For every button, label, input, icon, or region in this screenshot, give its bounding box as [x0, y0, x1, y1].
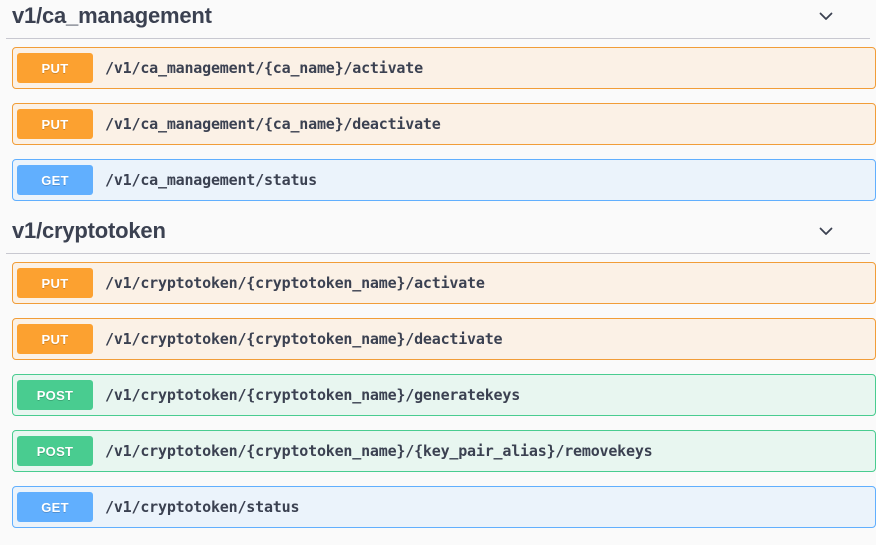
endpoint-path: /v1/ca_management/status — [105, 171, 317, 189]
endpoint-path: /v1/cryptotoken/{cryptotoken_name}/gener… — [105, 386, 521, 404]
endpoint-path: /v1/cryptotoken/{cryptotoken_name}/activ… — [105, 274, 485, 292]
operation-row[interactable]: GET/v1/cryptotoken/status — [12, 486, 876, 528]
endpoint-path: /v1/cryptotoken/{cryptotoken_name}/{key_… — [105, 442, 653, 460]
operation-row[interactable]: PUT/v1/ca_management/{ca_name}/activate — [12, 47, 876, 89]
tag-header-v1-ca-management[interactable]: v1/ca_management — [0, 0, 876, 32]
operation-row[interactable]: POST/v1/cryptotoken/{cryptotoken_name}/g… — [12, 374, 876, 416]
http-method-badge: GET — [17, 492, 93, 522]
tag-divider — [6, 38, 870, 39]
operation-row[interactable]: PUT/v1/cryptotoken/{cryptotoken_name}/de… — [12, 318, 876, 360]
endpoint-path: /v1/ca_management/{ca_name}/activate — [105, 59, 423, 77]
tag-header-v1-cryptotoken[interactable]: v1/cryptotoken — [0, 215, 876, 247]
tag-divider — [6, 253, 870, 254]
operation-row[interactable]: GET/v1/ca_management/status — [12, 159, 876, 201]
endpoint-path: /v1/cryptotoken/{cryptotoken_name}/deact… — [105, 330, 503, 348]
http-method-badge: POST — [17, 380, 93, 410]
operation-row[interactable]: PUT/v1/ca_management/{ca_name}/deactivat… — [12, 103, 876, 145]
endpoint-path: /v1/ca_management/{ca_name}/deactivate — [105, 115, 441, 133]
http-method-badge: PUT — [17, 268, 93, 298]
operation-row[interactable]: PUT/v1/cryptotoken/{cryptotoken_name}/ac… — [12, 262, 876, 304]
http-method-badge: GET — [17, 165, 93, 195]
tag-title: v1/ca_management — [12, 3, 212, 28]
tag-title: v1/cryptotoken — [12, 218, 166, 243]
http-method-badge: PUT — [17, 109, 93, 139]
chevron-down-icon[interactable] — [816, 221, 836, 241]
http-method-badge: PUT — [17, 324, 93, 354]
operation-list: PUT/v1/cryptotoken/{cryptotoken_name}/ac… — [0, 262, 876, 528]
http-method-badge: POST — [17, 436, 93, 466]
endpoint-path: /v1/cryptotoken/status — [105, 498, 300, 516]
chevron-down-icon[interactable] — [816, 6, 836, 26]
http-method-badge: PUT — [17, 53, 93, 83]
operation-row[interactable]: POST/v1/cryptotoken/{cryptotoken_name}/{… — [12, 430, 876, 472]
